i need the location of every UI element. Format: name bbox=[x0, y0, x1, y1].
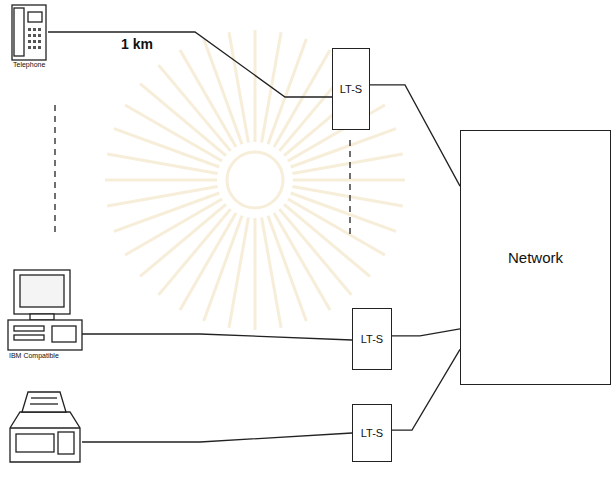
watermark-ray bbox=[229, 217, 248, 327]
device-label: IBM Compatible bbox=[8, 352, 60, 359]
watermark-ray bbox=[114, 129, 219, 167]
watermark-ray bbox=[293, 179, 405, 182]
watermark-ray bbox=[107, 187, 217, 206]
watermark-ray bbox=[268, 39, 306, 144]
watermark-ray bbox=[204, 39, 242, 144]
connector-line bbox=[392, 329, 460, 336]
computer-wire bbox=[82, 334, 352, 340]
watermark-ray bbox=[254, 218, 257, 330]
watermark-ray bbox=[125, 199, 222, 255]
watermark-ray bbox=[291, 193, 396, 231]
watermark-ray bbox=[268, 216, 306, 321]
watermark-ray bbox=[180, 50, 236, 147]
line-termination-box: LT-S bbox=[352, 404, 392, 462]
telephone-icon bbox=[12, 5, 46, 60]
watermark-ray bbox=[107, 154, 217, 173]
continuation-dashes bbox=[54, 105, 55, 232]
connector-line bbox=[392, 349, 460, 430]
box-text: Network bbox=[508, 249, 563, 266]
box-text: LT-S bbox=[361, 333, 383, 345]
watermark-ray bbox=[274, 213, 330, 310]
telephone-wire bbox=[48, 32, 332, 97]
continuation-dashes bbox=[349, 140, 350, 238]
fax-icon bbox=[10, 392, 80, 462]
connector-line bbox=[370, 85, 460, 186]
line-termination-box: LT-S bbox=[332, 48, 370, 130]
fax-wire bbox=[82, 433, 352, 442]
watermark-ray bbox=[292, 154, 402, 173]
computer-icon bbox=[8, 270, 82, 350]
watermark-ray bbox=[262, 217, 281, 327]
watermark-ray bbox=[204, 216, 242, 321]
watermark-ray bbox=[292, 187, 402, 206]
watermark-ray bbox=[291, 129, 396, 167]
watermark-emblem bbox=[227, 152, 283, 208]
network-box: Network bbox=[460, 130, 611, 385]
line-termination-box: LT-S bbox=[352, 308, 392, 370]
box-text: LT-S bbox=[361, 427, 383, 439]
device-label: Telephone bbox=[12, 61, 46, 68]
watermark-ray bbox=[114, 193, 219, 231]
box-text: LT-S bbox=[340, 83, 362, 95]
watermark-ray bbox=[105, 179, 217, 182]
watermark-ray bbox=[229, 32, 248, 142]
distance-label: 1 km bbox=[120, 36, 154, 52]
watermark-ray bbox=[254, 30, 257, 142]
